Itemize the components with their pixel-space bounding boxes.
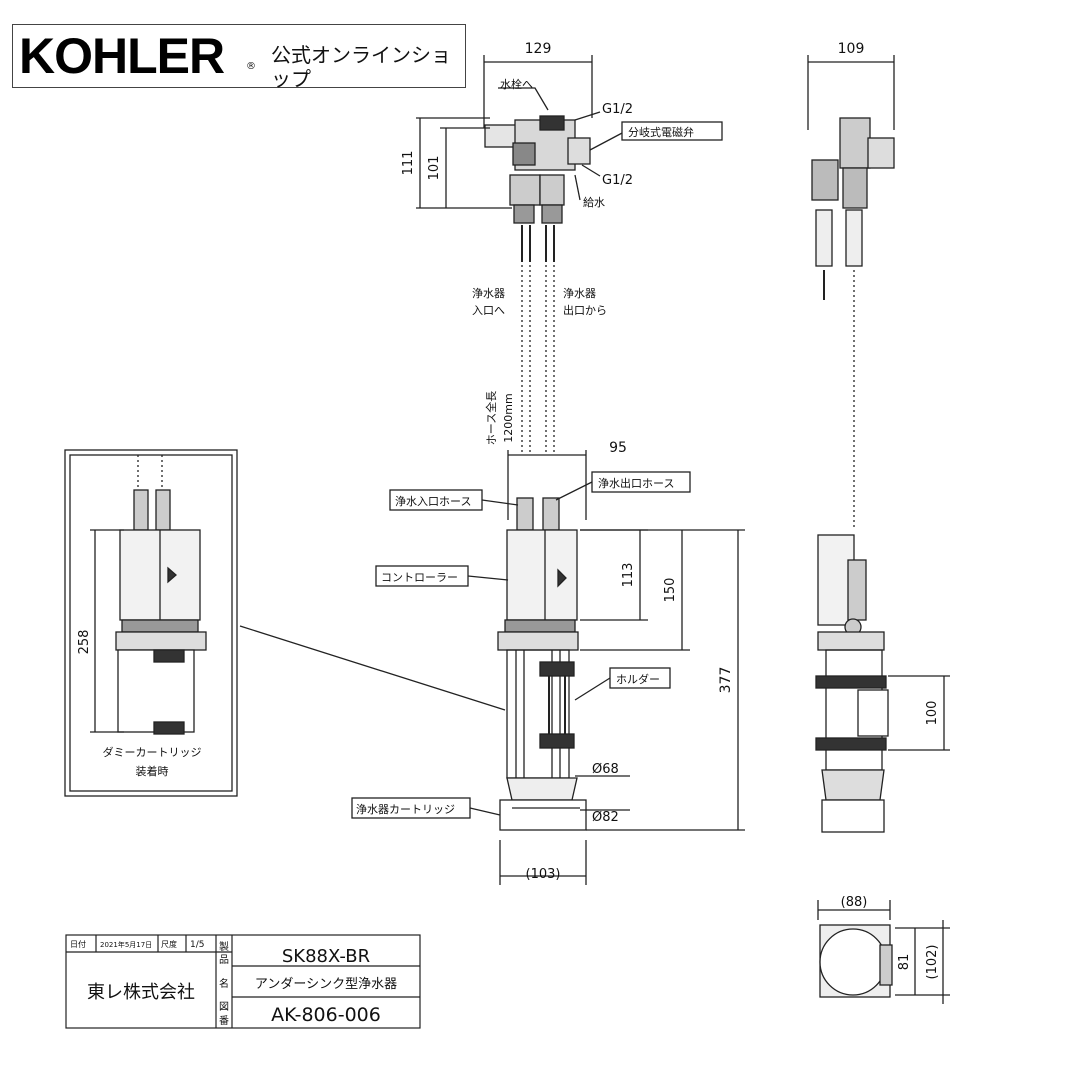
tb-drawing-label-2: 番 [219,1015,229,1027]
dim-68: Ø68 [592,762,619,777]
label-hose-total-a: ホース全長 [484,391,498,445]
dummy-inset [64,449,238,797]
dim-100: 100 [925,701,940,726]
label-outlet-from-b: 出口から [563,303,607,317]
label-inlet-to-a: 浄水器 [472,286,505,300]
dim-82: Ø82 [592,810,619,825]
side-view [807,55,950,833]
dim-150: 150 [663,578,678,603]
label-cartridge: 浄水器カートリッジ [356,802,455,816]
valve-label-box [621,121,723,141]
tb-date-value: 2021年5月17日 [100,940,152,949]
tb-date-label: 日付 [70,939,86,949]
label-controller: コントローラー [381,571,458,584]
label-outlet-hose: 浄水出口ホース [598,476,674,490]
tb-model: SK88X-BR [282,946,370,967]
hoses [521,225,555,455]
label-faucet: 水栓へ [500,77,533,91]
kohler-logo: KOHLER [19,28,225,84]
label-inlet-to-b: 入口へ [472,304,505,317]
label-outlet-from-a: 浄水器 [563,286,596,300]
valve-front-view [416,55,593,224]
dim-101: 101 [427,156,442,181]
dim-113: 113 [621,563,636,588]
leader-supply [574,174,581,201]
dim-111: 111 [401,151,416,176]
dim-95: 95 [609,440,627,456]
tb-drawing-no: AK-806-006 [271,1004,381,1026]
label-valve: 分岐式電磁弁 [628,125,694,139]
leader-valve [589,131,625,151]
label-supply: 給水 [583,195,605,209]
brand-header: KOHLER ® 公式オンラインショップ [12,24,466,91]
label-dummy-b: 装着時 [136,764,169,778]
dim-102: (102) [925,945,940,980]
tb-product-label-2: 品 [219,954,229,966]
dim-258: 258 [77,630,92,655]
bottom-view [817,900,950,1004]
label-g-top: G1/2 [602,102,633,117]
shop-title: 公式オンラインショップ [271,43,451,91]
inset-leader [239,625,506,711]
tb-product-name: アンダーシンク型浄水器 [255,977,397,992]
title-block-frame [65,934,421,1029]
tb-drawing-label-1: 図 [219,1001,229,1013]
label-holder: ホルダー [616,672,660,686]
leader-g-bottom [581,164,601,177]
leader-g-top [574,111,601,121]
dim-88: (88) [841,895,868,910]
tb-product-label-3: 名 [219,977,229,990]
tb-product-label-1: 製 [219,940,229,953]
tb-company: 東レ株式会社 [87,982,195,1003]
dim-109: 109 [838,41,865,57]
label-g-bottom: G1/2 [602,173,633,188]
leader-faucet [498,87,549,111]
label-dummy-a: ダミーカートリッジ [103,745,202,759]
label-inlet-hose: 浄水入口ホース [395,494,471,508]
label-hose-total-b: 1200mm [502,393,515,442]
registered-mark: ® [246,61,256,72]
tb-scale-label: 尺度 [161,939,177,949]
tb-scale-value: 1/5 [190,940,204,950]
dim-103: (103) [526,867,561,882]
unit-front-view [497,450,587,831]
dim-81: 81 [897,954,912,971]
dim-377: 377 [718,667,734,694]
dim-129: 129 [525,41,552,57]
